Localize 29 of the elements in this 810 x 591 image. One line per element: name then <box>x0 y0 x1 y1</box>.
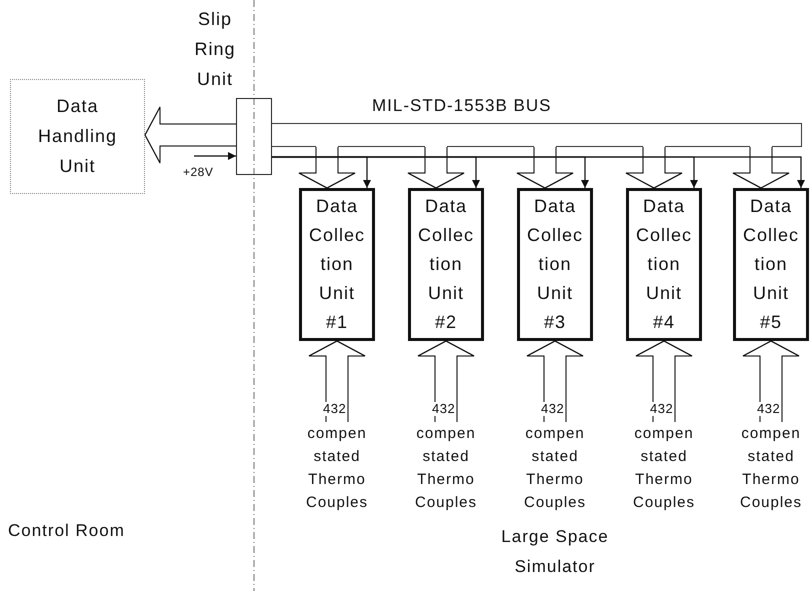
arrow <box>194 152 236 160</box>
edge-label: 432 <box>431 402 456 416</box>
area-label: Large Space Simulator <box>500 526 610 578</box>
sensor-label: compen stated Thermo Couples <box>414 424 478 513</box>
unit-box <box>626 188 702 341</box>
unit-box <box>299 188 375 341</box>
unit-name: Data Collec tion Unit #4 <box>636 195 692 334</box>
unit-box <box>10 79 145 194</box>
unit-box <box>517 188 593 341</box>
unit-box <box>408 188 484 341</box>
sensor-label: compen stated Thermo Couples <box>524 424 586 513</box>
unit-name: Data Collec tion Unit #2 <box>418 195 474 334</box>
sensor-label: compen stated Thermo Couples <box>740 424 802 513</box>
sensor-label: compen stated Thermo Couples <box>306 424 368 513</box>
edge-label: 432 <box>756 402 782 416</box>
sensor-label: compen stated Thermo Couples <box>632 424 696 513</box>
edge-label: 432 <box>322 402 348 416</box>
unit-name: Slip Ring Unit <box>193 8 237 91</box>
area-label: Control Room <box>8 520 126 542</box>
unit-box <box>733 188 809 341</box>
arrow <box>272 156 805 188</box>
edge-label: 432 <box>540 402 566 416</box>
unit-name: Data Handling Unit <box>38 95 118 178</box>
bus-label: MIL-STD-1553B BUS <box>372 95 552 117</box>
unit-name: Data Collec tion Unit #1 <box>308 195 365 334</box>
unit-name: Data Collec tion Unit #5 <box>742 195 799 334</box>
unit-name: Data Collec tion Unit #3 <box>526 195 583 334</box>
edge-label: +28V <box>182 165 214 179</box>
edge-label: 432 <box>649 402 674 416</box>
